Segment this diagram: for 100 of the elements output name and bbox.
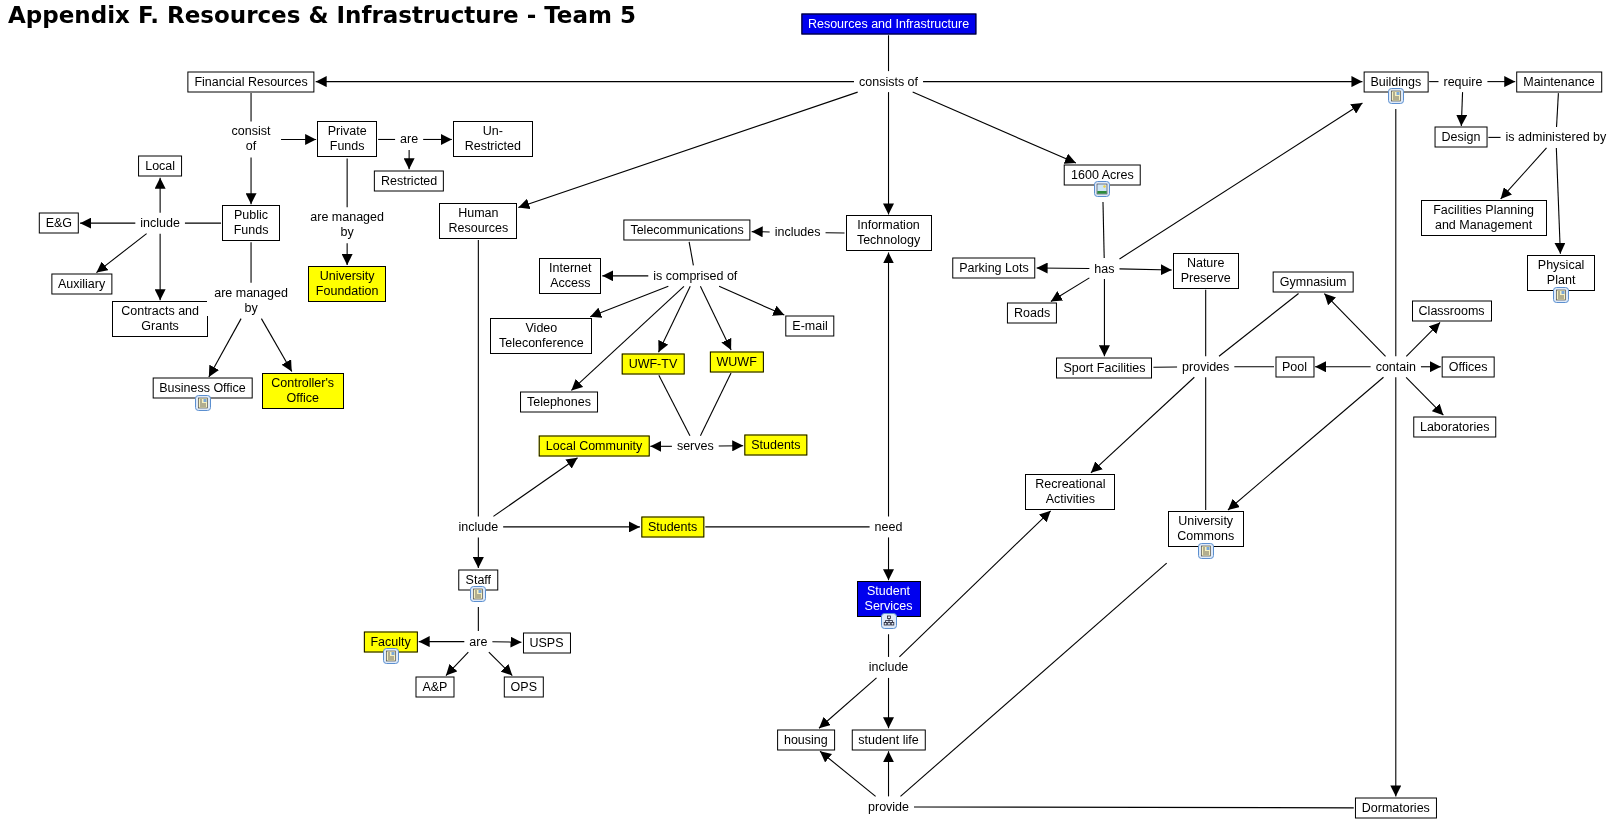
connector-line [704, 526, 871, 528]
connector-line [517, 91, 859, 210]
connector-line [601, 270, 649, 282]
concept-box: Classrooms [1411, 300, 1492, 322]
concept-box: Faculty [363, 631, 418, 653]
connector-line [657, 285, 691, 353]
concept-box: 1600 Acres [1064, 164, 1141, 186]
connector-line [377, 138, 396, 140]
connector-line [445, 651, 469, 677]
connector-line [699, 285, 732, 351]
concept-box: A&P [415, 676, 455, 698]
concept-box: student life [851, 729, 926, 751]
connector-line [819, 750, 877, 797]
connector-line [477, 606, 479, 632]
linking-phrase: provides [1180, 359, 1232, 375]
concept-box: Laboratories [1412, 416, 1497, 438]
connector-line [1227, 376, 1385, 511]
diagram-title: Appendix F. Resources & Infrastructure - Team 5 [8, 2, 636, 28]
connector-line [1118, 264, 1173, 276]
concept-box: Un-Restricted [452, 121, 533, 158]
connector-line [589, 285, 669, 318]
connector-line [1098, 278, 1110, 357]
concept-box: Information Technology [845, 215, 932, 252]
connector-line [472, 536, 484, 569]
concept-box: Roads [1007, 302, 1058, 324]
concept-box: Business Office [152, 377, 253, 399]
connector-line [1395, 108, 1397, 357]
connector-line [1555, 92, 1559, 128]
concept-box: Sport Facilities [1056, 357, 1153, 379]
concept-box: Students [640, 516, 705, 538]
connector-line [898, 510, 1052, 658]
concept-box: Controller's Office [261, 372, 344, 409]
linking-phrase: provide [866, 799, 911, 815]
connector-line [699, 372, 732, 437]
connector-line [1036, 262, 1090, 274]
concept-box: Student Services [856, 581, 921, 618]
connector-line [887, 633, 890, 658]
connector-line [649, 440, 673, 452]
connector-line [1487, 136, 1502, 138]
connector-line [95, 233, 148, 274]
connector-line [1314, 361, 1372, 373]
concept-box: Staff [458, 569, 499, 591]
concept-box: Facilities Planning and Management [1420, 200, 1547, 236]
linking-phrase: is comprised of [651, 268, 740, 284]
connector-line [1205, 376, 1207, 511]
concept-box: Physical Plant [1527, 254, 1596, 291]
concept-box: Nature Preserve [1172, 252, 1239, 289]
connector-line [502, 521, 641, 533]
connector-line [154, 177, 166, 214]
concept-box: Offices [1441, 356, 1495, 378]
connector-line [1218, 293, 1300, 357]
connector-line [1102, 201, 1105, 259]
concept-box: Private Funds [317, 121, 378, 158]
connector-line [1050, 277, 1090, 303]
concept-box: Parking Lots [952, 257, 1036, 279]
connector-line [477, 239, 479, 517]
connector-line [1118, 102, 1363, 260]
connector-line [658, 374, 691, 437]
connector-line [1090, 376, 1195, 474]
concept-box: Restricted [374, 170, 445, 192]
connector-line [1405, 321, 1441, 357]
connector-line [883, 677, 894, 729]
concept-box: Dormatories [1354, 797, 1437, 819]
concept-box: OPS [503, 676, 544, 698]
connector-line [825, 232, 846, 234]
connector-line [488, 651, 513, 677]
connector-line [1233, 366, 1275, 368]
concept-box: Gymnasium [1272, 271, 1354, 293]
connector-line [570, 285, 685, 391]
connector-line [1152, 366, 1178, 368]
connector-line [341, 242, 353, 266]
connector-line [899, 562, 1168, 797]
connector-line [280, 133, 317, 145]
connector-line [1405, 376, 1444, 416]
concept-box: University Commons [1167, 510, 1244, 547]
connector-line [1323, 293, 1387, 357]
connector-line [1456, 91, 1468, 127]
linking-phrase: require [1441, 74, 1485, 90]
connector-line [315, 76, 855, 88]
concept-box: Resources and Infrastructure [800, 13, 977, 35]
concept-box: Financial Resources [187, 71, 315, 93]
concept-box: E-mail [785, 315, 835, 337]
connector-line [883, 750, 894, 797]
connector-line [403, 149, 415, 170]
concept-box: Telecommunications [623, 219, 751, 241]
concept-box: UWF-TV [621, 353, 685, 375]
concept-box: Contracts and Grants [112, 301, 209, 338]
connector-line [883, 251, 894, 517]
concept-box: E&G [38, 212, 80, 234]
concept-box: Students [744, 434, 808, 456]
concept-box: Telephones [519, 391, 598, 413]
connector-line [718, 285, 785, 316]
connector-line [1486, 76, 1516, 88]
connector-line [260, 318, 293, 373]
connector-line [818, 677, 878, 729]
concept-box: Local [138, 155, 183, 177]
concept-box: University Foundation [308, 266, 387, 303]
concept-box: Internet Access [539, 257, 602, 294]
connector-line [422, 133, 453, 145]
connector-line [184, 222, 222, 224]
